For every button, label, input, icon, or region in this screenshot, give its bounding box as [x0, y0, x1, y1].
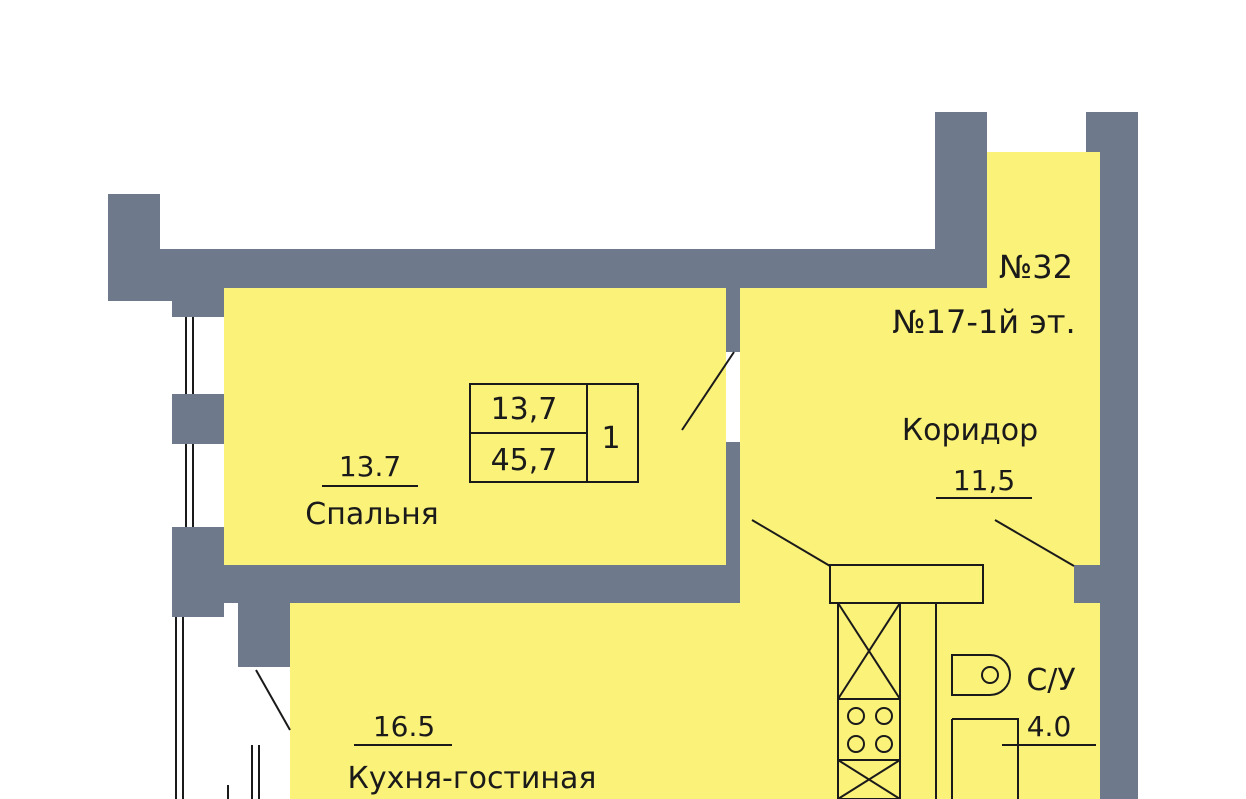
stove-burners-icon — [847, 707, 893, 753]
rooms — [224, 152, 1100, 799]
kitchen-living-area — [290, 603, 1100, 799]
corridor-name-label: Коридор — [902, 413, 1038, 448]
door-lines — [175, 317, 1075, 799]
bedroom-door-swing — [681, 351, 735, 431]
bedroom-name-label: Спальня — [305, 497, 438, 532]
kitchen-area-label: 16.5 — [373, 710, 435, 743]
bathroom-area-label: 4.0 — [1027, 710, 1072, 743]
kitchen-name-label: Кухня-гостиная — [348, 761, 597, 796]
bathroom-door-swing — [994, 519, 1075, 567]
bathtub-outline — [951, 718, 1019, 799]
corridor-area — [740, 152, 1100, 603]
bathroom-name-label: С/У — [1026, 663, 1075, 698]
corridor-door-swing — [751, 519, 831, 567]
bedroom-area — [224, 288, 726, 565]
summary-living-area: 13,7 — [491, 392, 558, 427]
bedroom-area-label: 13.7 — [339, 450, 401, 483]
kitchen-door-swing — [255, 669, 291, 731]
summary-total-area: 45,7 — [491, 443, 558, 478]
corridor-area-label: 11,5 — [953, 464, 1015, 497]
apartment-floor: №17-1й эт. — [892, 303, 1075, 341]
kitchen-cabinet-icon — [829, 564, 984, 799]
summary-rooms-count: 1 — [601, 421, 620, 456]
walls — [108, 112, 1138, 799]
apartment-number: №32 — [999, 248, 1073, 286]
toilet-icon — [951, 654, 1011, 696]
area-summary-box — [469, 383, 639, 483]
